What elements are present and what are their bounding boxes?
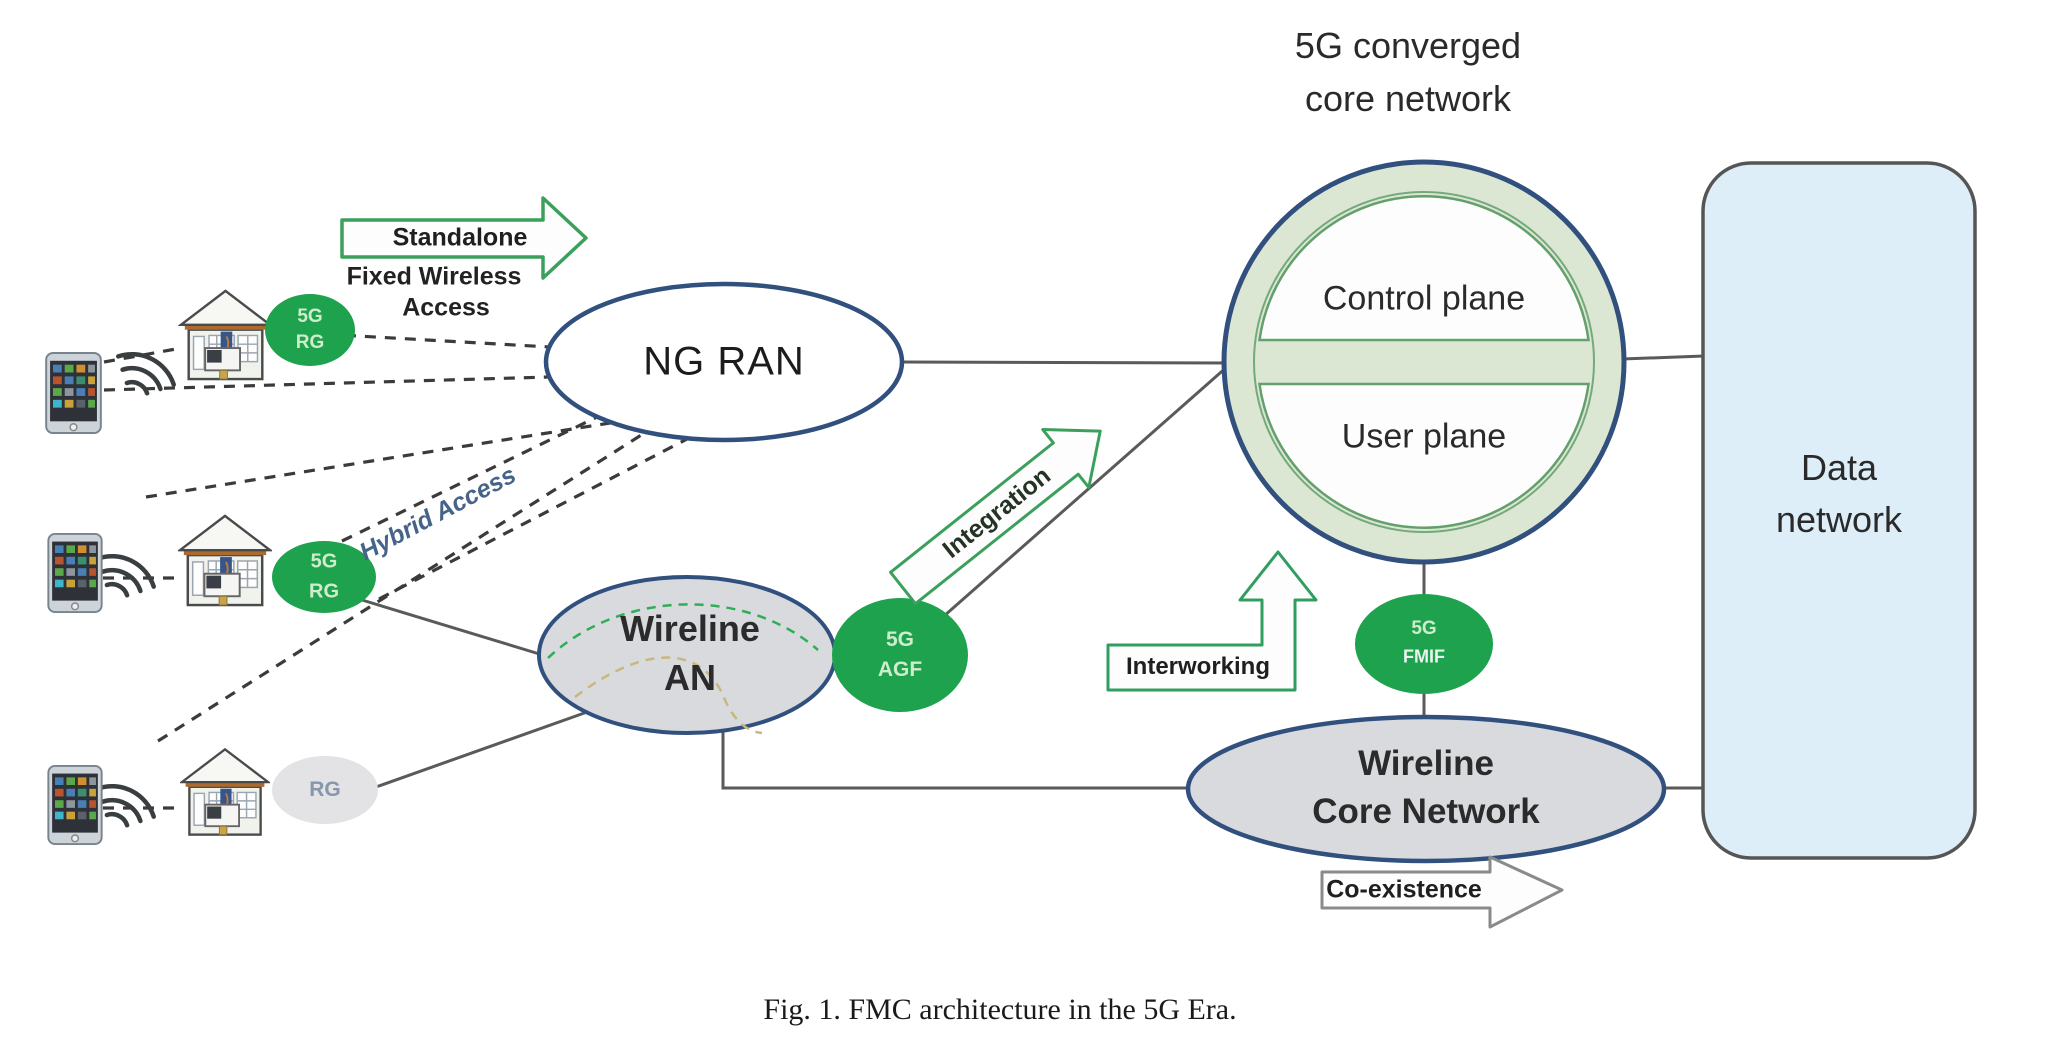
integration-arrow (889, 428, 1102, 606)
ng-ran-label: NG RAN (643, 339, 805, 384)
house-icon (180, 748, 270, 836)
data-network-line2: network (1775, 499, 1903, 540)
rg-5g-top-line1: 5G (297, 306, 323, 327)
agf-line2: AGF (877, 658, 923, 681)
premises-top (45, 289, 355, 434)
core-title-line1: 5G converged (1294, 25, 1522, 66)
wireline-core-line2: Core Network (1312, 792, 1540, 831)
core-network-circle (1221, 159, 1627, 565)
core-title-line2: core network (1304, 78, 1512, 119)
fmif-line1: 5G (1411, 618, 1437, 639)
fixed-wireless-label: Fixed Wireless (346, 262, 522, 291)
rg-plain-label: RG (309, 778, 341, 801)
premises-middle (47, 514, 376, 613)
wifi-signal-icon (98, 545, 153, 600)
access-label: Access (402, 293, 490, 322)
coexistence-label: Co-existence (1326, 875, 1482, 904)
wireline-an-line2: AN (664, 657, 716, 698)
agf-line1: 5G (885, 628, 915, 651)
rg-5g-badge (265, 294, 355, 366)
rg-badge (272, 756, 378, 824)
rg-5g-mid-line1: 5G (310, 550, 338, 573)
house-icon (179, 289, 272, 381)
data-network-box (1701, 161, 1977, 860)
interworking-arrow (1106, 550, 1318, 692)
control-plane-label: Control plane (1322, 279, 1526, 318)
rg-5g-mid-line2: RG (309, 580, 339, 603)
figure-caption: Fig. 1. FMC architecture in the 5G Era. (763, 993, 1237, 1026)
wireline-core-ellipse (1185, 714, 1667, 864)
standalone-label: Standalone (392, 223, 528, 252)
solid-connectors (361, 354, 1705, 790)
wifi-signal-icon (98, 775, 153, 830)
agf-node (832, 598, 968, 712)
ng-ran-ellipse (543, 281, 905, 443)
standalone-arrow (340, 196, 588, 280)
fmif-node (1355, 594, 1493, 694)
user-plane-label: User plane (1341, 417, 1507, 456)
smartphone-icon (47, 765, 103, 845)
wireline-an-line1: Wireline (620, 608, 760, 649)
fmif-line2: FMIF (1403, 646, 1445, 667)
coexistence-arrow (1320, 855, 1564, 929)
house-icon (178, 514, 272, 607)
wireline-core-line1: Wireline (1358, 744, 1494, 783)
rg-5g-top-line2: RG (295, 332, 325, 353)
premises-bottom (47, 748, 378, 845)
smartphone-icon (45, 352, 102, 434)
interworking-label: Interworking (1125, 653, 1271, 680)
dashed-radio-links (103, 331, 690, 810)
smartphone-icon (47, 533, 103, 613)
rg-5g-badge (272, 541, 376, 613)
data-network-line1: Data (1800, 447, 1878, 488)
wireline-an-ellipse (537, 575, 837, 735)
